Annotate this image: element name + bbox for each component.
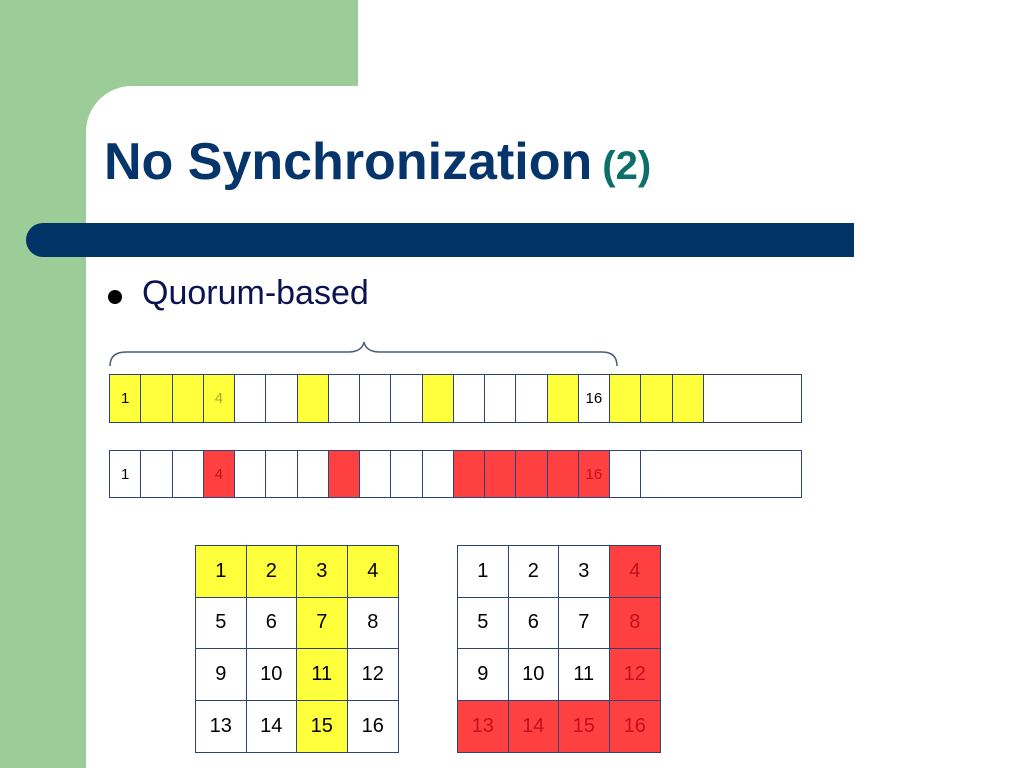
grid-cell: 12 [609,649,660,701]
strip-cell [516,451,548,497]
strip-cell [485,451,517,497]
grid-cell: 14 [247,700,297,752]
strip-cell [423,451,454,497]
grid-cell: 15 [559,700,610,752]
strip-cell [516,375,548,422]
strip-cell: 16 [578,451,610,497]
grid-cell: 15 [297,700,348,752]
grid-cell: 16 [361,714,384,737]
strip-cell [298,451,329,497]
grid-cell: 11 [559,649,610,701]
slide-title-main: No Synchronization [104,133,593,191]
strip-cell: 1 [110,375,142,422]
strip-cell: 4 [203,451,235,497]
grid-cell: 1 [458,546,509,598]
grid-cell: 4 [347,546,398,598]
strip-cell [391,375,423,422]
quorum-strip-red: 1 4 16 [109,450,802,498]
grid-cell: 2 [246,546,297,598]
grid-cell: 11 [297,649,348,701]
strip-cell [453,451,485,497]
strip-cell [610,451,642,497]
strip-cell [235,375,267,422]
quorum-strip-yellow: 1 4 16 [109,374,802,423]
strip-cell [141,375,173,422]
grid-cell: 9 [196,649,247,701]
strip-cell [172,375,204,422]
strip-empty-tail [641,451,801,497]
strip-cell [547,451,579,497]
bullet-text: Quorum-based [142,274,369,312]
grid-cell: 3 [297,546,348,598]
grid-cell: 3 [559,546,610,598]
grid-cell: 16 [609,700,660,752]
strip-cell [141,451,173,497]
strip-cell [360,375,392,422]
grid-cell: 10 [246,649,297,701]
strip-cell [266,451,298,497]
grid-cell: 13 [458,700,509,752]
grid-cell: 7 [559,597,610,649]
grid-cell: 9 [458,649,509,701]
grid-cell: 14 [508,700,559,752]
grid-cell: 5 [458,597,509,649]
slide-title-suffix: (2) [602,144,652,188]
strip-cell [454,375,485,422]
strip-cell [485,375,517,422]
strip-cell [235,451,267,497]
strip-cell [610,375,642,422]
grid-cell: 2 [508,546,559,598]
strip-cell [547,375,579,422]
strip-cell [173,451,204,497]
strip-cell [266,375,298,422]
grid-cell: 6 [246,597,297,649]
strip-cell [329,375,360,422]
slide-title: No Synchronization(2) [104,132,651,192]
grid-cell: 10 [508,649,559,701]
strip-cell [328,451,360,497]
strip-cell: 16 [579,375,610,422]
grid-cell: 8 [347,598,398,649]
strip-cell [672,375,704,422]
grid-cell: 7 [297,597,348,649]
strip-cell: 4 [203,375,235,422]
title-underline-bar [26,223,854,257]
strip-cell: 1 [110,451,142,497]
grid-cell: 8 [609,597,660,649]
grid-cell: 5 [196,597,247,649]
strip-cell [360,451,392,497]
bullet-dot-icon [108,290,122,304]
strip-cell [641,375,673,422]
strip-cell [422,375,454,422]
strip-empty-tail [704,375,801,422]
grid-cell: 13 [196,700,247,752]
strip-cell [297,375,329,422]
grid-cell: 4 [609,546,660,598]
grid-cell: 1 [196,546,247,598]
strip-cell [391,451,423,497]
grid-cell: 12 [347,649,398,701]
grid-cell: 6 [508,597,559,649]
